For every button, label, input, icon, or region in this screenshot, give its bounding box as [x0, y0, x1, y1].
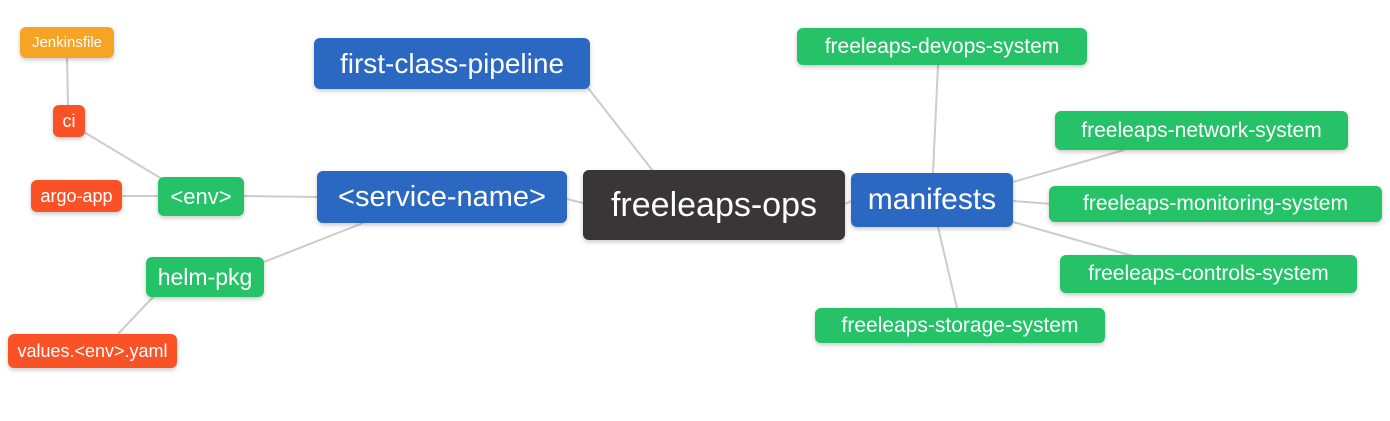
node-env[interactable]: <env> [158, 177, 244, 216]
edge-servicename-freeleapsops [566, 198, 584, 204]
node-freeleaps-ops[interactable]: freeleaps-ops [583, 170, 845, 240]
edge-helmpkg-servicename [263, 222, 364, 263]
node-freeleaps-controls-system[interactable]: freeleaps-controls-system [1060, 255, 1357, 293]
edge-manifests-storage [937, 226, 958, 309]
node-freeleaps-devops-system[interactable]: freeleaps-devops-system [797, 28, 1087, 65]
edge-jenkinsfile-ci [66, 57, 69, 106]
node-values-env-yaml[interactable]: values.<env>.yaml [8, 334, 177, 368]
node-freeleaps-network-system[interactable]: freeleaps-network-system [1055, 111, 1348, 150]
node-freeleaps-monitoring-system[interactable]: freeleaps-monitoring-system [1049, 186, 1382, 222]
edge-manifests-controls [1012, 221, 1134, 257]
edge-manifests-network [1012, 149, 1125, 183]
node-first-class-pipeline[interactable]: first-class-pipeline [314, 38, 590, 89]
edge-values-helmpkg [117, 294, 156, 335]
edge-manifests-monitoring [1012, 200, 1053, 205]
node-service-name[interactable]: <service-name> [317, 171, 567, 223]
node-argo-app[interactable]: argo-app [31, 180, 122, 212]
edge-env-servicename [243, 195, 318, 198]
node-jenkinsfile[interactable]: Jenkinsfile [20, 27, 114, 58]
node-ci[interactable]: ci [53, 105, 85, 137]
edge-ci-env [83, 131, 163, 180]
node-manifests[interactable]: manifests [851, 173, 1013, 227]
edge-manifests-devops [932, 64, 939, 174]
edge-pipeline-freeleapsops [587, 87, 654, 172]
node-helm-pkg[interactable]: helm-pkg [146, 257, 264, 297]
node-freeleaps-storage-system[interactable]: freeleaps-storage-system [815, 308, 1105, 343]
